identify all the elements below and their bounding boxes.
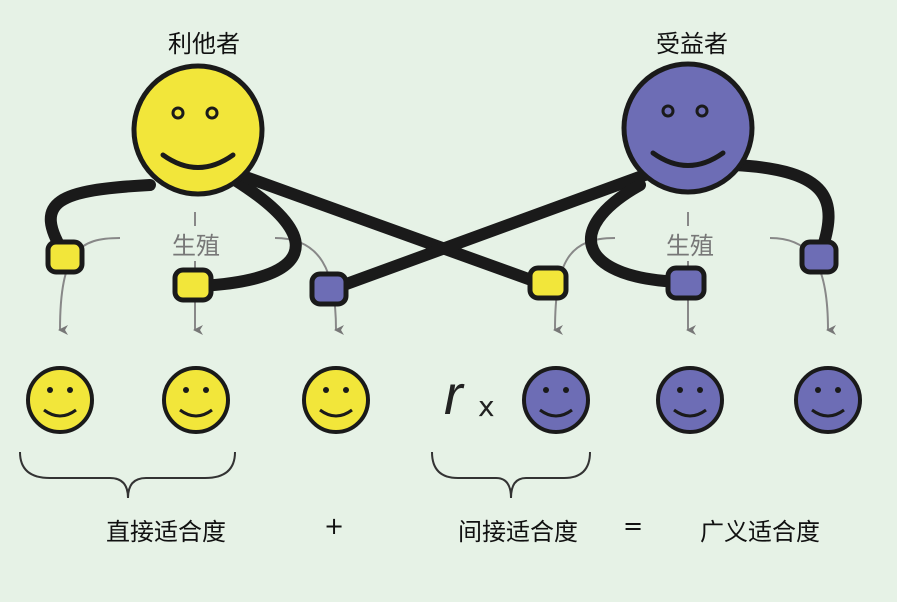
equals-sign: = — [622, 512, 644, 540]
direct-brace — [19, 451, 236, 499]
recipient-face-icon — [621, 61, 755, 195]
recipient-cross-arm — [324, 169, 651, 296]
hands — [45, 239, 839, 307]
hand-icon — [309, 271, 349, 307]
relatedness-r: r — [444, 363, 463, 426]
offspring-face-icon — [794, 366, 862, 434]
times-sign: x — [478, 390, 495, 423]
altruist-cross-arm — [234, 169, 551, 291]
indirect-fitness-label: 间接适合度 — [458, 518, 578, 546]
altruist-right-arm — [194, 174, 302, 292]
reproduction-label-left: 生殖 — [168, 226, 224, 261]
inclusive-fitness-label: 广义适合度 — [700, 518, 820, 546]
offspring-face-icon — [656, 366, 724, 434]
hand-icon — [527, 265, 569, 301]
altruist-face-icon — [131, 63, 265, 197]
hand-icon — [172, 267, 214, 303]
direct-fitness-label: 直接适合度 — [106, 518, 226, 546]
offspring-face-icon — [302, 366, 370, 434]
hand-icon — [45, 239, 85, 275]
offspring-face-icon — [522, 366, 590, 434]
arrow-4 — [553, 237, 616, 336]
hand-icon — [799, 239, 839, 275]
offspring-face-icon — [26, 366, 94, 434]
plus-sign: + — [323, 512, 345, 540]
recipient-label: 受益者 — [656, 30, 728, 58]
altruist-left-arm — [44, 179, 156, 261]
arms — [44, 159, 835, 296]
indirect-brace — [431, 451, 591, 499]
offspring-face-icon — [162, 366, 230, 434]
recipient-right-arm — [729, 159, 835, 261]
altruist-label: 利他者 — [168, 30, 240, 58]
recipient-left-arm — [585, 179, 691, 288]
offspring-faces — [26, 366, 862, 434]
reproduction-label-right: 生殖 — [662, 226, 718, 261]
hand-icon — [665, 265, 707, 301]
